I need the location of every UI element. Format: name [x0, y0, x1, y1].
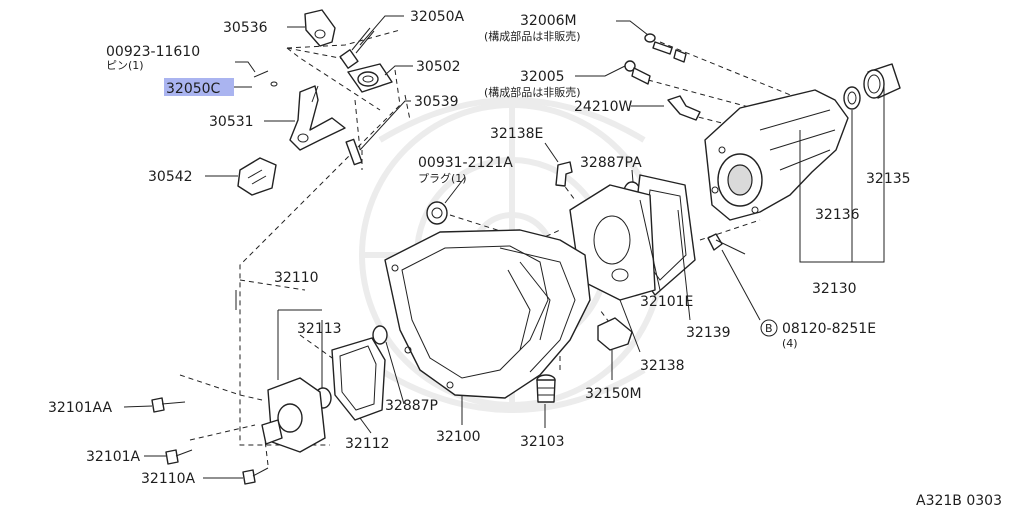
- part-32138E-drawing[interactable]: [555, 161, 573, 187]
- label-32100[interactable]: 32100: [436, 429, 481, 445]
- part-30536-drawing[interactable]: [304, 9, 336, 47]
- part-30542-drawing[interactable]: [237, 157, 277, 196]
- part-labels: 30536 32050A 00923-11610 ピン(1) 32050C 30…: [48, 9, 1002, 509]
- part-24210W-drawing[interactable]: [667, 95, 701, 121]
- part-32101A-drawing[interactable]: [165, 449, 193, 465]
- label-32135[interactable]: 32135: [866, 171, 911, 187]
- label-32101AA[interactable]: 32101AA: [48, 400, 113, 416]
- label-32110A[interactable]: 32110A: [141, 471, 196, 487]
- label-32050C[interactable]: 32050C: [166, 81, 221, 97]
- part-00931-2121A-drawing[interactable]: [426, 201, 448, 225]
- label-32139[interactable]: 32139: [686, 325, 731, 341]
- label-00923-11610[interactable]: 00923-11610: [106, 44, 200, 60]
- label-08120-8251E-qty: (4): [782, 337, 798, 350]
- label-32005-note: (構成部品は非販売): [484, 85, 581, 99]
- part-32150M-drawing[interactable]: [597, 317, 633, 351]
- label-32130[interactable]: 32130: [812, 281, 857, 297]
- label-32112[interactable]: 32112: [345, 436, 390, 452]
- label-32103[interactable]: 32103: [520, 434, 565, 450]
- label-32050A[interactable]: 32050A: [410, 9, 465, 25]
- label-32136[interactable]: 32136: [815, 207, 860, 223]
- part-32050A-drawing[interactable]: [339, 27, 375, 69]
- part-30531-drawing[interactable]: [289, 85, 346, 151]
- label-24210W[interactable]: 24210W: [574, 99, 633, 115]
- part-32101AA-drawing[interactable]: [151, 397, 186, 413]
- part-32136-drawing[interactable]: [843, 86, 861, 110]
- part-30539-drawing[interactable]: [345, 138, 363, 166]
- diagram-code: A321B 0303: [916, 493, 1002, 509]
- label-30542[interactable]: 30542: [148, 169, 193, 185]
- label-32101E[interactable]: 32101E: [640, 294, 693, 310]
- label-32006M-note: (構成部品は非販売): [484, 29, 581, 43]
- part-32130-extension-housing-drawing[interactable]: [704, 89, 849, 221]
- leader-lines: [123, 15, 885, 479]
- bolt-marker-letter: B: [765, 322, 773, 335]
- label-32110[interactable]: 32110: [274, 270, 319, 286]
- label-32138[interactable]: 32138: [640, 358, 685, 374]
- part-30502-drawing[interactable]: [347, 63, 393, 93]
- label-32887PA[interactable]: 32887PA: [580, 155, 642, 171]
- label-00931-2121A[interactable]: 00931-2121A: [418, 155, 513, 171]
- part-08120-8251E-drawing[interactable]: [707, 233, 746, 255]
- label-32101A[interactable]: 32101A: [86, 449, 141, 465]
- label-pin-note: ピン(1): [106, 59, 144, 72]
- part-32887P-drawing[interactable]: [372, 325, 388, 345]
- bolt-marker-circle: [760, 319, 778, 337]
- label-plug-note: プラグ(1): [418, 171, 467, 185]
- part-32050C-drawing[interactable]: [253, 70, 278, 87]
- part-32100-main-case-drawing[interactable]: [384, 229, 591, 399]
- part-32112-drawing[interactable]: [331, 337, 386, 421]
- label-30531[interactable]: 30531: [209, 114, 254, 130]
- label-30536[interactable]: 30536: [223, 20, 268, 36]
- label-32113[interactable]: 32113: [297, 321, 342, 337]
- label-30539[interactable]: 30539: [414, 94, 459, 110]
- label-32006M[interactable]: 32006M: [520, 13, 577, 29]
- label-08120-8251E[interactable]: 08120-8251E: [782, 321, 876, 337]
- label-32138E[interactable]: 32138E: [490, 126, 543, 142]
- part-32135-drawing[interactable]: [863, 63, 901, 99]
- label-32150M[interactable]: 32150M: [585, 386, 642, 402]
- selected-part-highlight: [164, 78, 234, 96]
- label-30502[interactable]: 30502: [416, 59, 461, 75]
- part-32110A-drawing[interactable]: [242, 467, 269, 485]
- part-32005-drawing[interactable]: [624, 60, 651, 85]
- part-32103-drawing[interactable]: [536, 374, 556, 403]
- part-32006M-drawing[interactable]: [644, 33, 687, 63]
- label-32887P[interactable]: 32887P: [385, 398, 438, 414]
- label-32005[interactable]: 32005: [520, 69, 565, 85]
- part-32110-front-cover-drawing[interactable]: [261, 377, 326, 453]
